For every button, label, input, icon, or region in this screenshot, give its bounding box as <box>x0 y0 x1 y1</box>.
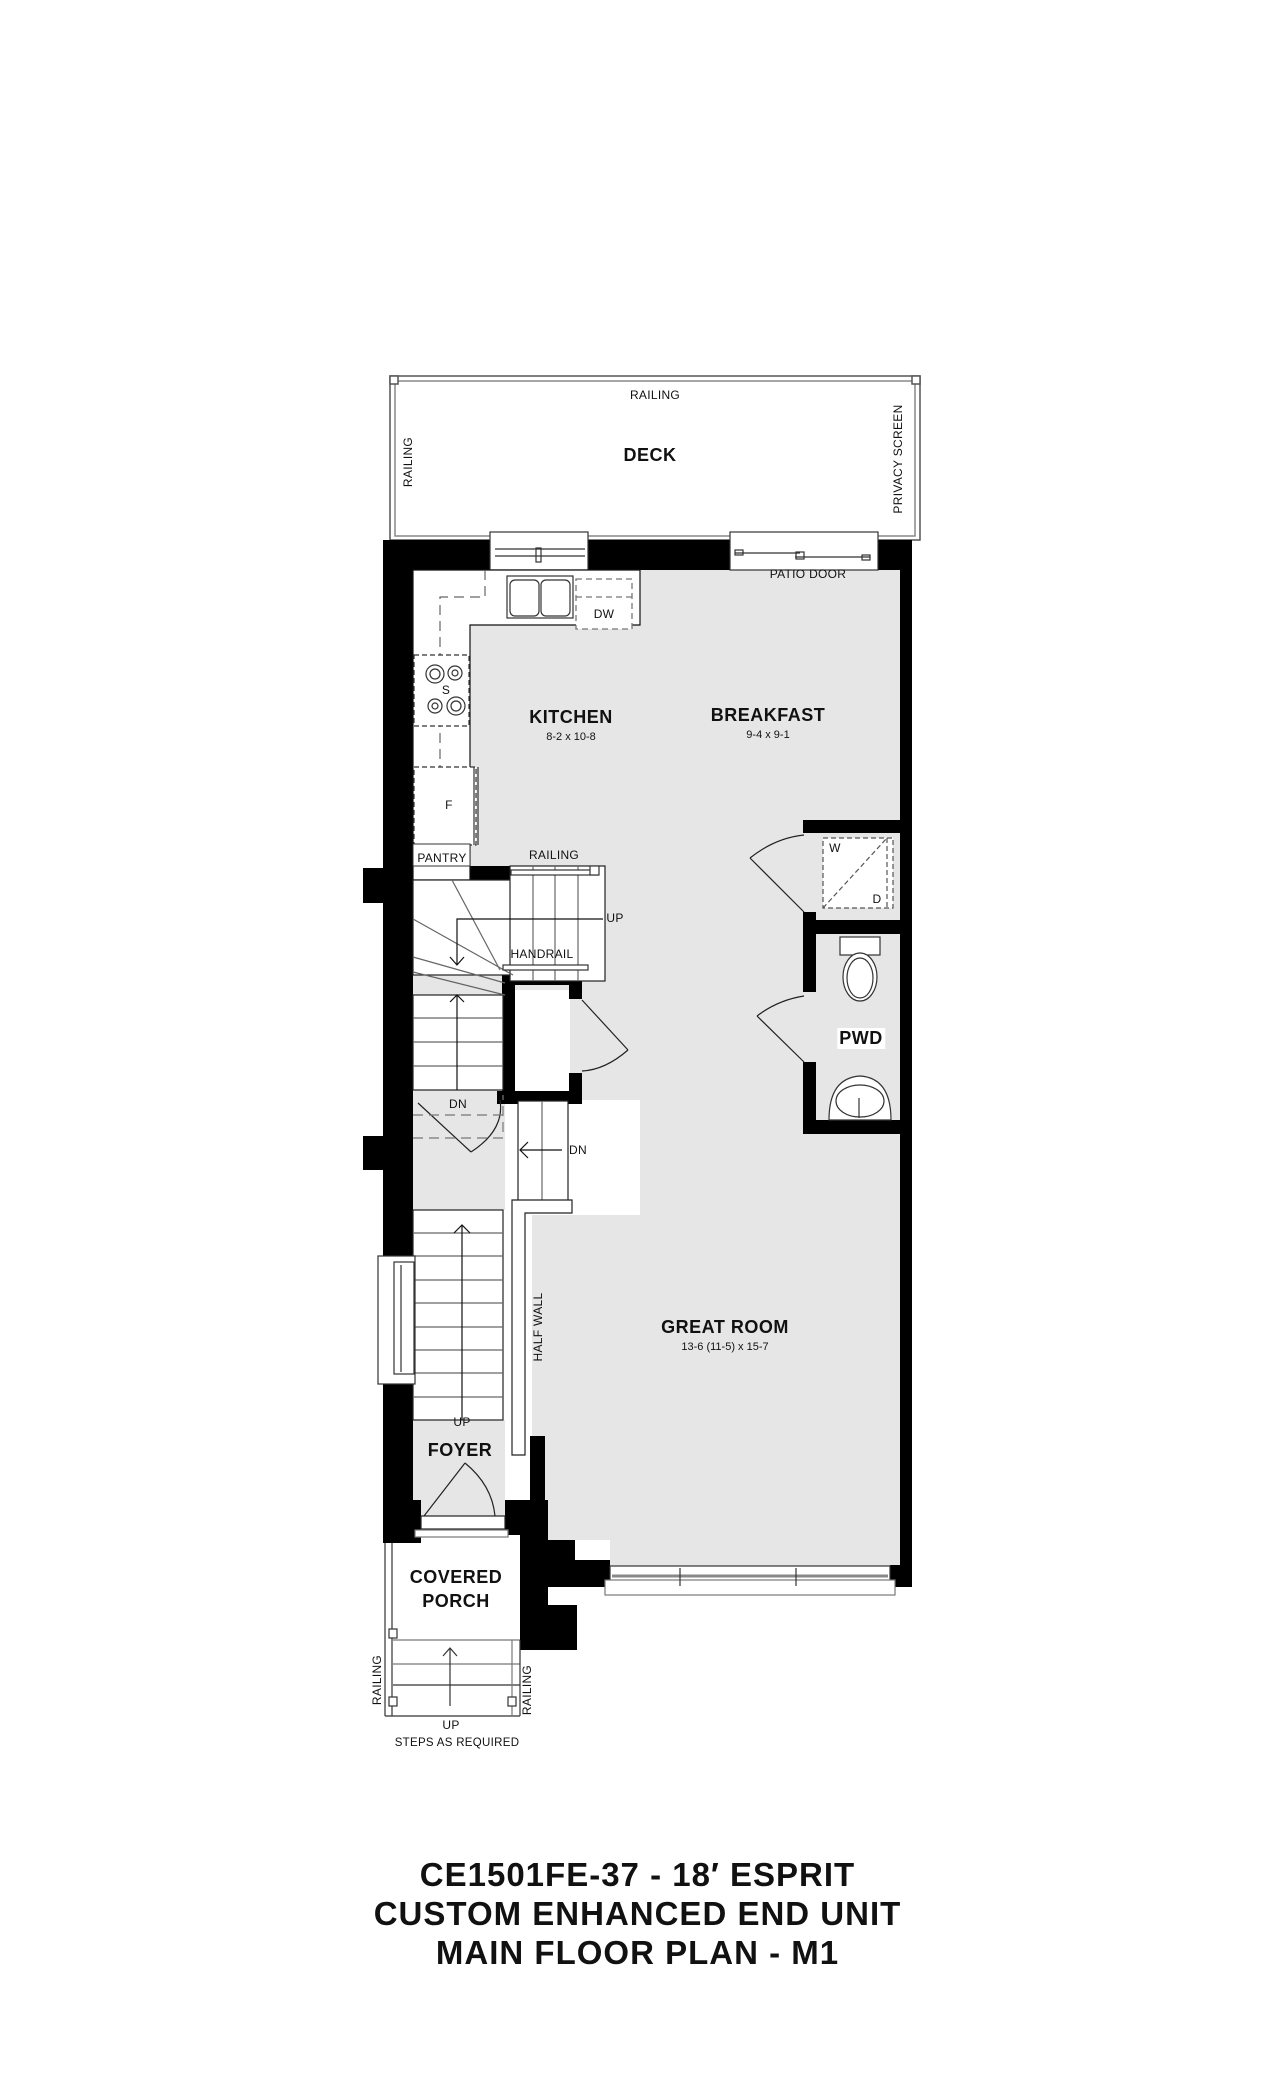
deck-railing-top-label: RAILING <box>629 388 681 402</box>
stair-railing-label: RAILING <box>528 848 580 862</box>
pwd-room-label: PWD <box>837 1028 885 1049</box>
toilet-icon <box>839 936 881 1002</box>
breakfast-room-label: BREAKFAST 9-4 x 9-1 <box>711 705 826 741</box>
half-wall <box>511 1199 573 1456</box>
porch-outline <box>384 1543 521 1717</box>
deck-room-label: DECK <box>623 445 677 465</box>
great-room-name: GREAT ROOM <box>661 1317 789 1337</box>
breakfast-name: BREAKFAST <box>710 705 826 725</box>
laundry-door-swing <box>749 834 805 1063</box>
patio-door <box>729 531 879 571</box>
patio-door-label: PATIO DOOR <box>769 567 847 581</box>
closet-door-swing <box>581 999 629 1072</box>
floor-fill <box>413 570 900 1570</box>
title-line-2: CUSTOM ENHANCED END UNIT <box>373 1895 902 1932</box>
great-room-label: GREAT ROOM 13-6 (11-5) x 15-7 <box>661 1317 789 1353</box>
kitchen-window <box>489 531 589 571</box>
handrail-label: HANDRAIL <box>510 947 574 961</box>
exterior-walls <box>363 540 912 1650</box>
title-line-1: CE1501FE-37 - 18′ ESPRIT <box>419 1856 856 1893</box>
kitchen-name: KITCHEN <box>529 707 613 727</box>
sink-icon <box>506 575 574 619</box>
stair-dn-left-label: DN <box>449 1097 467 1111</box>
stair-treads <box>412 866 579 1398</box>
washer-label: W <box>829 841 841 855</box>
breakfast-dims: 9-4 x 9-1 <box>746 729 790 741</box>
dn-door-swing <box>413 1095 504 1153</box>
stair-arrows <box>449 918 603 1420</box>
porch-railing-left-label: RAILING <box>370 1654 384 1706</box>
dryer-label: D <box>872 892 882 906</box>
covered-porch-label: COVERED PORCH <box>410 1565 503 1613</box>
deck-railing-left-label: RAILING <box>401 436 415 488</box>
counter-dash-lines <box>439 570 486 860</box>
stair-dn-right-label: DN <box>569 1143 587 1157</box>
foyer-up-label: UP <box>453 1415 471 1429</box>
stair-railing <box>502 865 600 971</box>
fridge-label: F <box>445 798 453 812</box>
stair-up-label: UP <box>606 911 624 925</box>
pantry-box <box>412 843 471 867</box>
half-wall-label: HALF WALL <box>531 1292 545 1362</box>
dishwasher-label: DW <box>593 607 615 621</box>
steps-as-required-label: STEPS AS REQUIRED <box>394 1737 520 1749</box>
title-block: CE1501FE-37 - 18′ ESPRIT CUSTOM ENHANCED… <box>0 1855 1275 1972</box>
washer-dryer-icon <box>822 837 894 909</box>
front-door <box>414 1462 509 1538</box>
porch-up-label: UP <box>442 1718 460 1732</box>
covered-porch-line1: COVERED <box>409 1567 503 1587</box>
title-line-3: MAIN FLOOR PLAN - M1 <box>435 1934 840 1971</box>
foyer-room-label: FOYER <box>427 1440 493 1460</box>
lavatory-sink-icon <box>828 1075 892 1121</box>
great-room-window <box>604 1565 896 1596</box>
pantry-label: PANTRY <box>417 851 467 865</box>
stove-label: S <box>441 683 451 697</box>
kitchen-dims: 8-2 x 10-8 <box>546 731 596 743</box>
privacy-screen-label: PRIVACY SCREEN <box>891 404 905 514</box>
covered-porch-line2: PORCH <box>422 1591 490 1611</box>
main-stair <box>412 865 606 1421</box>
great-room-dims: 13-6 (11-5) x 15-7 <box>681 1341 769 1353</box>
dishwasher-icon <box>575 578 633 630</box>
porch-railing-right-label: RAILING <box>520 1664 534 1716</box>
stove-icon <box>413 654 470 727</box>
stair-window <box>377 1255 416 1385</box>
kitchen-room-label: KITCHEN 8-2 x 10-8 <box>529 707 613 743</box>
